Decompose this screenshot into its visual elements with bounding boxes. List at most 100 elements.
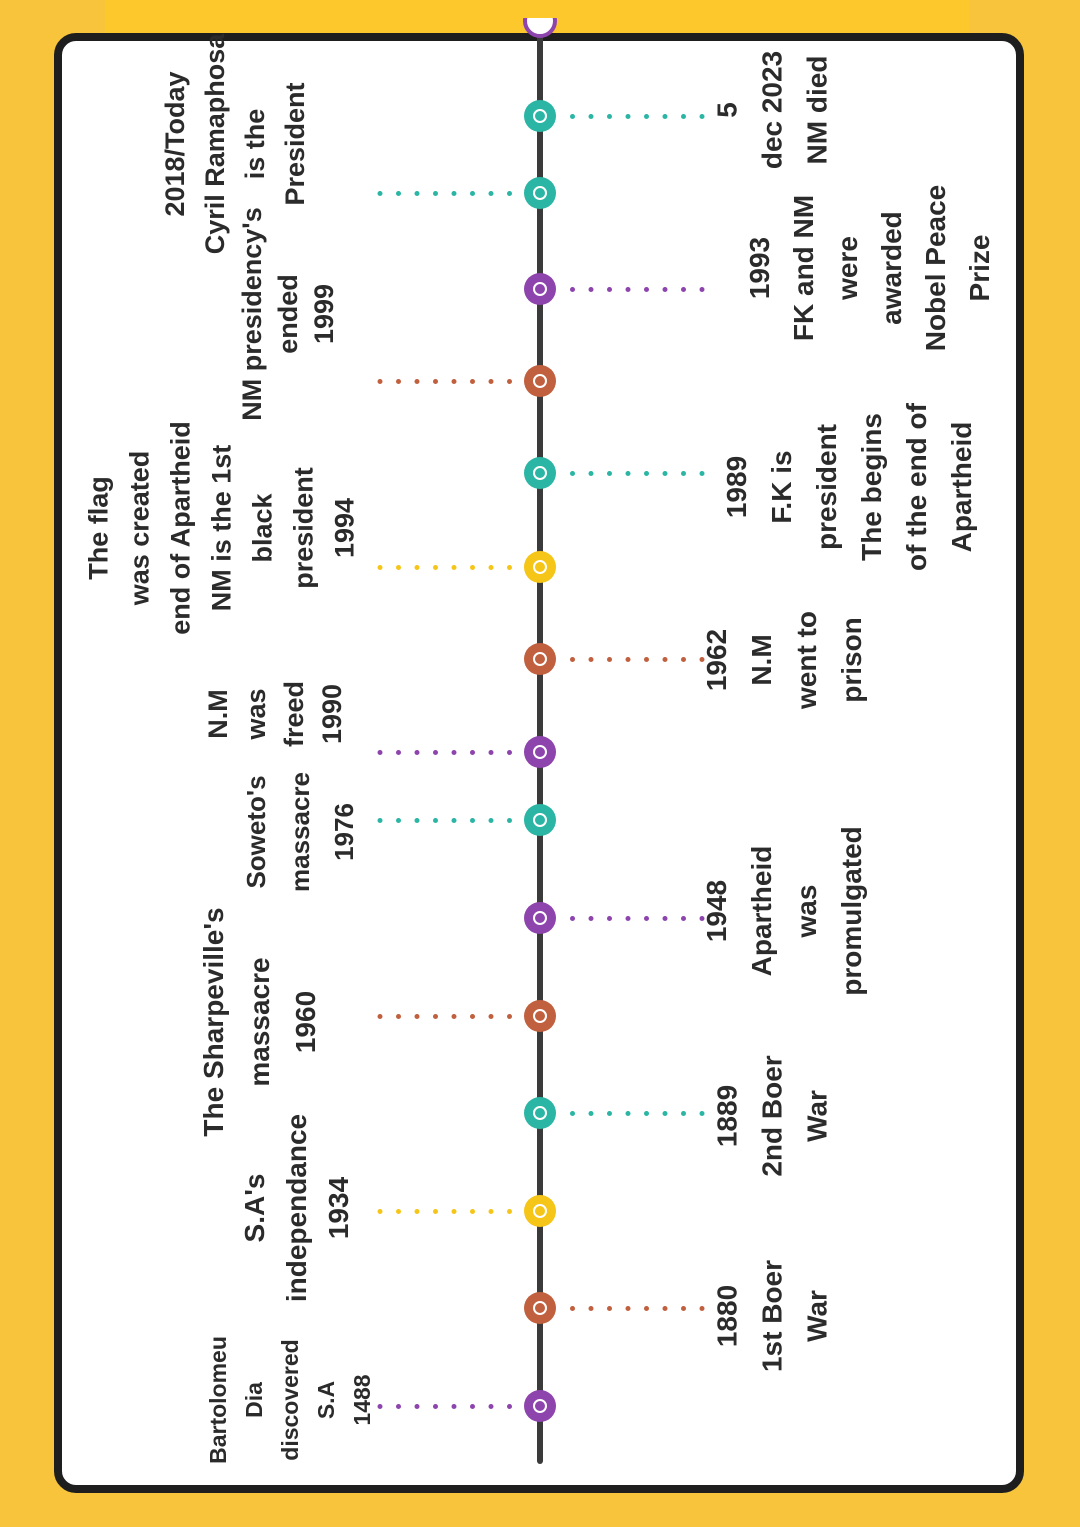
event-label-line: 5 (711, 102, 743, 118)
event-marker (524, 457, 556, 489)
event-label-line: Soweto's (241, 775, 271, 889)
event-connector-dots (570, 916, 705, 921)
event-label-line: discovered (277, 1339, 303, 1461)
event-connector-dots (377, 818, 512, 823)
event-marker-ring (533, 745, 547, 759)
event-marker (524, 902, 556, 934)
event-marker-ring (533, 374, 547, 388)
event-label-line: Cyril Ramaphosa (200, 33, 230, 255)
event-label-line: Apartheid (946, 421, 977, 553)
event-label-line: was (241, 688, 271, 740)
event-label-line: 2nd Boer (756, 1055, 788, 1177)
event-marker-ring (533, 1204, 547, 1218)
event-label-line: 1948 (701, 879, 732, 943)
event-marker-ring (533, 1301, 547, 1315)
event-label-line: The begins (856, 413, 887, 561)
event-marker (524, 365, 556, 397)
event-marker-ring (533, 911, 547, 925)
event-marker-ring (533, 466, 547, 480)
event-label: 2018/Today Cyril Ramaphosa is the President (155, 34, 315, 255)
event-connector-dots (377, 191, 512, 196)
event-connector-dots (377, 750, 512, 755)
event-label-line: Prize (964, 234, 995, 302)
event-connector-dots (570, 1306, 705, 1311)
event-label-line: 1990 (317, 683, 347, 745)
event-label-line: The flag (83, 476, 114, 580)
event-marker (524, 551, 556, 583)
event-label-line: was (791, 884, 822, 938)
event-label-line: freed (279, 680, 309, 748)
event-label-line: black (247, 493, 278, 563)
event-label-line: NM is the 1st (206, 444, 237, 612)
event-label-line: Apartheid (746, 845, 777, 977)
event-label-line: 1889 (711, 1084, 743, 1148)
event-marker-ring (533, 813, 547, 827)
event-label-line: end of Apartheid (165, 421, 196, 635)
event-label-line: N.M (203, 689, 233, 739)
event-label-line: is the (240, 108, 270, 180)
event-label-line: president (811, 423, 842, 551)
event-label-line: 1989 (721, 455, 752, 519)
event-label-line: 1488 (349, 1374, 375, 1426)
event-label-line: 1962 (701, 628, 732, 692)
event-connector-dots (570, 657, 705, 662)
event-label-line: F.K is (766, 450, 797, 524)
event-marker-ring (533, 1009, 547, 1023)
event-marker (524, 1390, 556, 1422)
event-label-line: S.A (313, 1380, 339, 1420)
event-marker (524, 100, 556, 132)
event-label-line: 1934 (323, 1176, 354, 1240)
event-connector-dots (570, 471, 705, 476)
event-marker (524, 273, 556, 305)
event-connector-dots (570, 114, 705, 119)
event-marker (524, 643, 556, 675)
event-connector-dots (570, 287, 705, 292)
event-label-line: massacre (285, 772, 315, 892)
event-label-line: 1960 (290, 990, 321, 1054)
event-label-line: Bartolomeu (205, 1336, 231, 1464)
event-label-line: 2018/Today (160, 71, 190, 217)
event-label-line: prison (836, 617, 867, 703)
event-label-line: awarded (876, 211, 907, 325)
event-label: 1962 N.M went to prison (694, 611, 874, 709)
event-marker (524, 804, 556, 836)
event-marker (524, 177, 556, 209)
event-label-line: Nobel Peace (920, 184, 951, 352)
event-label: N.M was freed 1990 (199, 681, 351, 747)
event-marker-ring (533, 109, 547, 123)
event-label: 1989 F.K is president The begins of the end … (714, 403, 984, 571)
timeline-end-cap (523, 18, 557, 38)
event-marker-ring (533, 282, 547, 296)
event-marker-ring (533, 560, 547, 574)
event-marker-ring (533, 186, 547, 200)
event-label-line: President (280, 82, 310, 206)
event-connector-dots (570, 1111, 705, 1116)
event-label-line: dec 2023 (756, 50, 788, 170)
event-label-line: independance (281, 1113, 312, 1303)
event-label-line: of the end of (901, 403, 932, 571)
event-label-line: N.M (746, 634, 777, 686)
event-marker (524, 1292, 556, 1324)
event-label-line: 1st Boer (756, 1259, 788, 1373)
event-label-line: 1880 (711, 1284, 743, 1348)
event-marker (524, 1097, 556, 1129)
event-connector-dots (377, 1209, 512, 1214)
event-connector-dots (377, 565, 512, 570)
event-connector-dots (377, 379, 512, 384)
event-label-line: massacre (244, 957, 275, 1087)
event-marker (524, 736, 556, 768)
event-label-line: were (832, 236, 863, 300)
event-label-line: 1993 (744, 236, 775, 300)
event-label-line: Dia (241, 1382, 267, 1418)
event-label-line: 1994 (329, 497, 360, 559)
event-label-line: went to (791, 611, 822, 709)
event-marker (524, 1000, 556, 1032)
